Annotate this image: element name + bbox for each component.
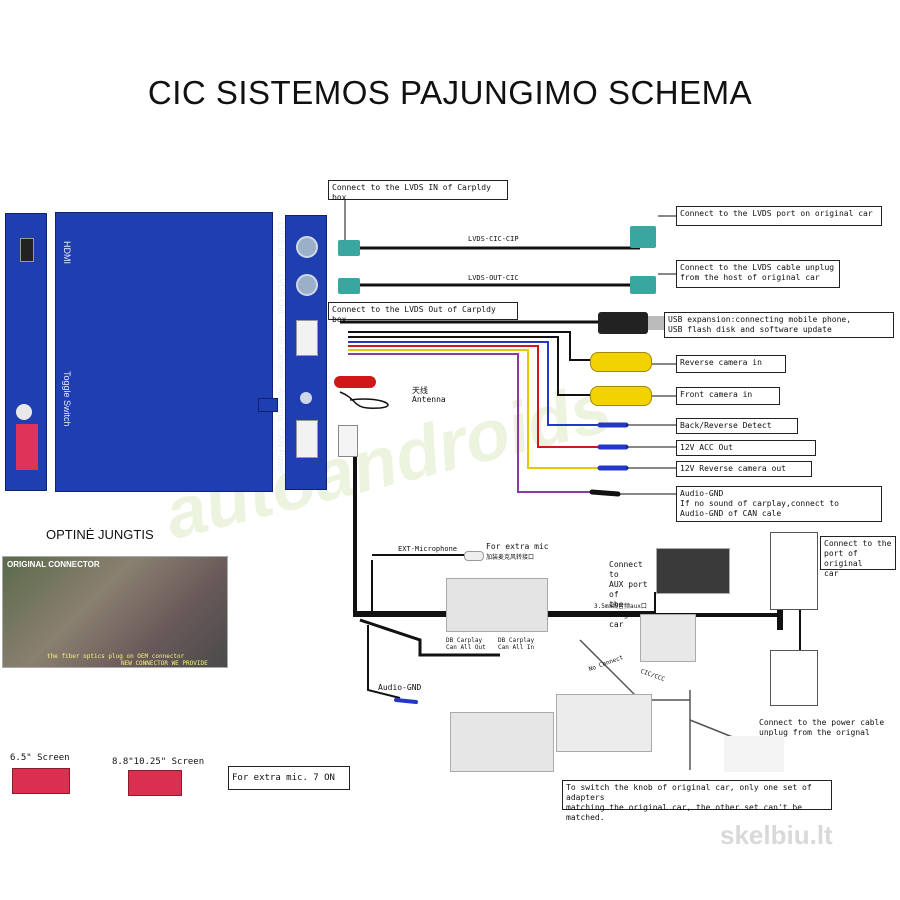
lvds-out-port[interactable] [296, 274, 318, 296]
dip-switch[interactable] [16, 424, 38, 470]
screw-icon [16, 404, 32, 420]
adapter-photo-connector [640, 614, 696, 662]
callout-lvds-port-original: Connect to the LVDS port on original car [676, 206, 882, 226]
optical-connector-photo: ORIGINAL CONNECTOR the fiber optics plug… [2, 556, 228, 668]
db-carplay-in-label: DB Carplay Can All In [498, 637, 535, 651]
mic-plug[interactable] [464, 551, 484, 561]
carplay-box-port-side: LVDS.IN LVDS Out USB Camera Antenna CAN … [276, 215, 327, 490]
aux-port-photo [656, 548, 730, 594]
db-carplay-out-label: DB Carplay Can All Out [446, 637, 486, 651]
usb-camera-port[interactable] [296, 320, 318, 356]
watermark-site: skelbiu.lt [720, 820, 833, 850]
callout-usb-expansion: USB expansion:connecting mobile phone, U… [664, 312, 894, 338]
callout-lvds-in-carplay: Connect to the LVDS IN of Carpldy box [328, 180, 508, 202]
callout-back-reverse: Back/Reverse Detect [676, 418, 798, 434]
lvds-in-port[interactable] [296, 236, 318, 258]
callout-extra-mic-setting: For extra mic. 7 ON [228, 766, 350, 790]
fakra-connector-out-right[interactable] [630, 276, 656, 294]
for-extra-mic-cn-label: 加装麦克风转接口 [486, 554, 535, 561]
callout-reverse-camera-out: 12V Reverse camera out [676, 461, 812, 477]
hdmi-label: HDMI [62, 241, 72, 264]
callout-audio-gnd: Audio-GND If no sound of carplay,connect… [676, 486, 882, 522]
can-connector[interactable] [338, 425, 358, 457]
ext-microphone-label: EXT-Microphone [398, 545, 458, 553]
oem-connector-drawing [770, 532, 818, 610]
aux-35mm-label: 3.5mm线音频aux口 [594, 603, 647, 610]
adapter-photo-top [446, 578, 548, 632]
screen-65-label: 6.5" Screen [10, 753, 70, 763]
page-title: CIC SISTEMOS PAJUNGIMO SCHEMA [147, 74, 753, 111]
antenna-port[interactable] [300, 392, 312, 404]
dip-switch-65[interactable] [12, 768, 70, 794]
fakra-connector-in-right[interactable] [630, 226, 656, 248]
callout-switch-knob: To switch the knob of original car, only… [562, 780, 832, 822]
fakra-connector-in-left[interactable] [338, 240, 360, 256]
cable-label-lvds-in: LVDS-CIC-CIP [468, 235, 519, 243]
port-label-usb-camera: USB Camera [276, 326, 286, 380]
new-connector-label: NEW CONNECTOR WE PROVIDE [121, 660, 208, 667]
dip-switch-88[interactable] [128, 770, 182, 796]
knob-wires-photo [724, 736, 784, 772]
carplay-box-side-left [5, 213, 47, 491]
callout-front-camera: Front camera in [676, 387, 780, 405]
rca-front-camera[interactable] [590, 386, 652, 406]
callout-lvds-cable-unplug: Connect to the LVDS cable unplug from th… [676, 260, 840, 288]
oem-connector-drawing-bottom [770, 650, 818, 706]
callout-acc-out: 12V ACC Out [676, 440, 816, 456]
port-label-lvds-in: LVDS.IN [276, 222, 286, 257]
for-extra-mic-label: For extra mic [486, 542, 549, 551]
callout-power-cable: Connect to the power cable unplug from t… [756, 716, 888, 747]
port-label-can-power: CAN Power [276, 428, 286, 476]
antenna-cn-label: 天线 [412, 386, 428, 395]
box-tab [258, 398, 278, 412]
usb-plug-tip [648, 316, 664, 330]
antenna-label: Antenna [412, 395, 446, 404]
callout-aux-port: Connect to AUX port of the origina car [606, 558, 658, 629]
antenna-module[interactable] [334, 376, 376, 388]
adapter-photo-bottom-mid [556, 694, 652, 752]
callout-lvds-out-carplay: Connect to the LVDS Out of Carpldy box [328, 302, 518, 324]
hdmi-port[interactable] [20, 238, 34, 262]
fiber-plug-label: the fiber optics plug on OEM connector [47, 653, 185, 660]
port-label-lvds-out: LVDS Out [276, 274, 286, 314]
can-power-port[interactable] [296, 420, 318, 458]
fakra-connector-out-left[interactable] [338, 278, 360, 294]
original-connector-label: ORIGINAL CONNECTOR [7, 560, 100, 569]
callout-reverse-camera: Reverse camera in [676, 355, 786, 373]
usb-plug[interactable] [598, 312, 648, 334]
cable-label-lvds-out: LVDS-OUT-CIC [468, 274, 519, 282]
screen-88-label: 8.8"10.25" Screen [112, 757, 205, 767]
carplay-box-main: HDMI Toggle Switch [55, 212, 273, 492]
callout-port-original: Connect to the port of original car [820, 536, 896, 578]
optical-section-title: OPTINĖ JUNGTIS [46, 527, 154, 542]
adapter-photo-bottom-left [450, 712, 554, 772]
audio-gnd-wire-label: Audio-GND [378, 683, 422, 692]
toggle-switch-label: Toggle Switch [62, 371, 72, 427]
port-label-antenna: Antenna [276, 388, 286, 422]
rca-reverse-camera[interactable] [590, 352, 652, 372]
